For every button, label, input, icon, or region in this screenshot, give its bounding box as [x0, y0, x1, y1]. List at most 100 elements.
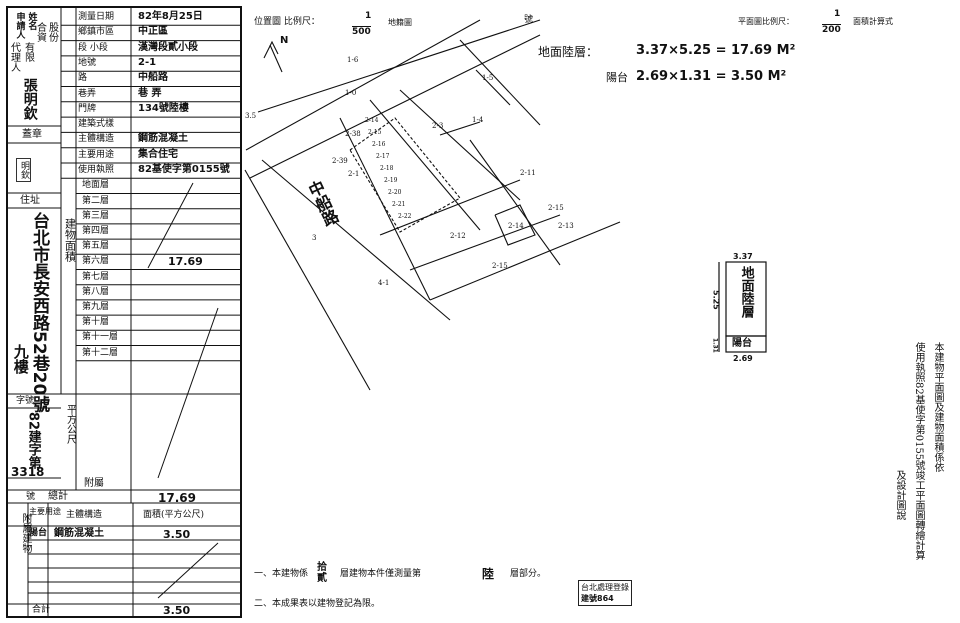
formula2-label: 陽台	[606, 71, 628, 84]
annex-row-area: 3.50	[163, 528, 191, 541]
site-plan-title: 位置圖 比例尺：	[254, 17, 320, 27]
site-scale-suffix: 地籍圖	[388, 18, 412, 27]
field-label: 主體構造	[78, 134, 115, 145]
floor-plan-title: 平面圖比例尺：	[738, 17, 794, 26]
room-main-label: 地面陸層	[738, 266, 754, 318]
lot-label: 2-15	[492, 262, 508, 270]
num-label: 號	[26, 492, 36, 502]
applicant-label: 申請人	[14, 12, 25, 39]
floor-label: 第十層	[82, 317, 110, 328]
lot-label: 4-1	[378, 279, 389, 287]
field-label: 主要用途	[78, 149, 115, 160]
lot-label: 1-4	[472, 116, 484, 124]
company-label: 有限	[22, 42, 34, 62]
lot-label: 2-11	[520, 169, 536, 177]
lot-label: 3	[312, 234, 316, 242]
field-value: 鋼筋混凝土	[138, 133, 188, 145]
floor-label: 第六層	[82, 256, 110, 267]
floor-label: 第十一層	[82, 332, 119, 343]
annex-total-value: 3.50	[163, 604, 191, 617]
lot-label: 2-1	[348, 170, 359, 178]
company-label-3: 股份	[46, 22, 58, 42]
floor-label: 第九層	[82, 301, 110, 312]
unit-vertical: 平方公尺	[64, 404, 76, 444]
field-value: 134號陸樓	[138, 102, 189, 114]
note1-suffix: 層部分。	[510, 569, 547, 579]
field-value: 82基使字第0155號	[138, 164, 230, 175]
right-note-2: 使用執照82基使字第0155號竣工平面圖轉繪計算	[913, 342, 924, 561]
svg-text:2-22: 2-22	[398, 213, 412, 220]
lot-label: 2-12	[450, 232, 466, 240]
survey-no-label: 字號	[16, 396, 35, 406]
annex-side-label: 附屬建物	[20, 513, 31, 553]
floor-label: 第四層	[82, 225, 110, 236]
floor-label: 第十二層	[82, 347, 119, 358]
floor-label: 第七層	[82, 271, 110, 282]
formula1-label: 地面陸層：	[538, 45, 599, 59]
site-scale-num: 1	[365, 11, 372, 21]
lot-label: 2-39	[332, 157, 348, 165]
svg-text:2-20: 2-20	[388, 189, 402, 196]
formula2: 2.69×1.31 = 3.50 M²	[636, 69, 787, 84]
company-label-2: 合資	[34, 22, 46, 42]
formula1: 3.37×5.25 = 17.69 M²	[636, 43, 796, 58]
floor-label: 第三層	[82, 210, 110, 221]
stamp-line2: 建號864	[581, 594, 614, 603]
fp-scale-den: 200	[822, 24, 841, 35]
field-value: 漢灣段貳小段	[138, 41, 198, 53]
field-label: 門牌	[78, 103, 97, 114]
field-label: 建築式樣	[78, 119, 115, 130]
dim-top: 3.37	[733, 252, 753, 261]
floor-label: 第五層	[82, 241, 110, 252]
lot-label: 3.5	[245, 112, 256, 120]
field-label: 巷弄	[78, 88, 97, 99]
note1-floors: 拾貳	[317, 562, 327, 584]
dim-side: 5.25	[711, 290, 721, 310]
seal-stamp: 明欽	[16, 158, 31, 182]
note1-prefix: 一、本建物係	[254, 569, 309, 579]
field-value: 2-1	[138, 56, 157, 68]
field-value: 中船路	[138, 72, 168, 84]
note2: 二、本成果表以建物登記為限。	[254, 599, 381, 609]
field-label: 地號	[78, 57, 97, 68]
annex-row-struct: 鋼筋混凝土	[54, 528, 104, 539]
annex-row-use: 陽台	[29, 528, 48, 538]
north-label: N	[280, 35, 289, 46]
survey-form-table: 申請人 姓名 代理人 有限 合資 股份 張明欽 蓋章 明欽 住址 台北市長安西路…	[6, 6, 242, 618]
address-handwritten: 台北市長安西路52巷20號	[29, 212, 49, 413]
room-balcony-label: 陽台	[732, 338, 752, 349]
seal-label: 蓋章	[22, 129, 42, 140]
lot-label: 1-6	[347, 56, 359, 64]
field-label: 測量日期	[78, 12, 115, 22]
fp-scale-num: 1	[834, 9, 841, 19]
annex-total-label: 合計	[32, 605, 51, 615]
floor-label: 第八層	[82, 286, 110, 297]
lot-label: 2-14	[508, 222, 524, 230]
dim-side2: 1.31	[711, 338, 719, 353]
svg-text:2-14: 2-14	[365, 117, 379, 124]
floor-label: 第二層	[82, 195, 110, 206]
floor-handwritten: 九樓	[11, 344, 30, 374]
north-arrow-head	[263, 40, 279, 59]
lot-label: 2-38	[345, 130, 361, 138]
lot-label: 2-3	[432, 122, 443, 130]
field-label: 路	[78, 73, 88, 84]
number-label: 號	[524, 15, 534, 25]
floors-label: 建物面積	[63, 218, 77, 262]
stamp-line1: 台北處理登錄	[581, 583, 629, 592]
lot-label: 2-15	[548, 204, 564, 212]
svg-text:2-18: 2-18	[380, 165, 394, 172]
lot-label: 1-5	[482, 74, 493, 82]
note1-floor: 陸	[482, 567, 495, 581]
field-label: 段 小段	[78, 42, 108, 53]
site-scale-den: 500	[352, 26, 371, 37]
lot-labels: 1-6 1-5 1-4 1-0 2-3 2-38 2-39 2-1 2-11 2…	[245, 56, 574, 287]
right-note-3: 及設計圖說	[894, 470, 905, 520]
floor-area: 17.69	[168, 255, 203, 269]
north-arrow	[269, 44, 283, 73]
annex-header-use: 主要用途	[29, 507, 61, 516]
annex-header-area: 面積(平方公尺)	[143, 510, 205, 520]
